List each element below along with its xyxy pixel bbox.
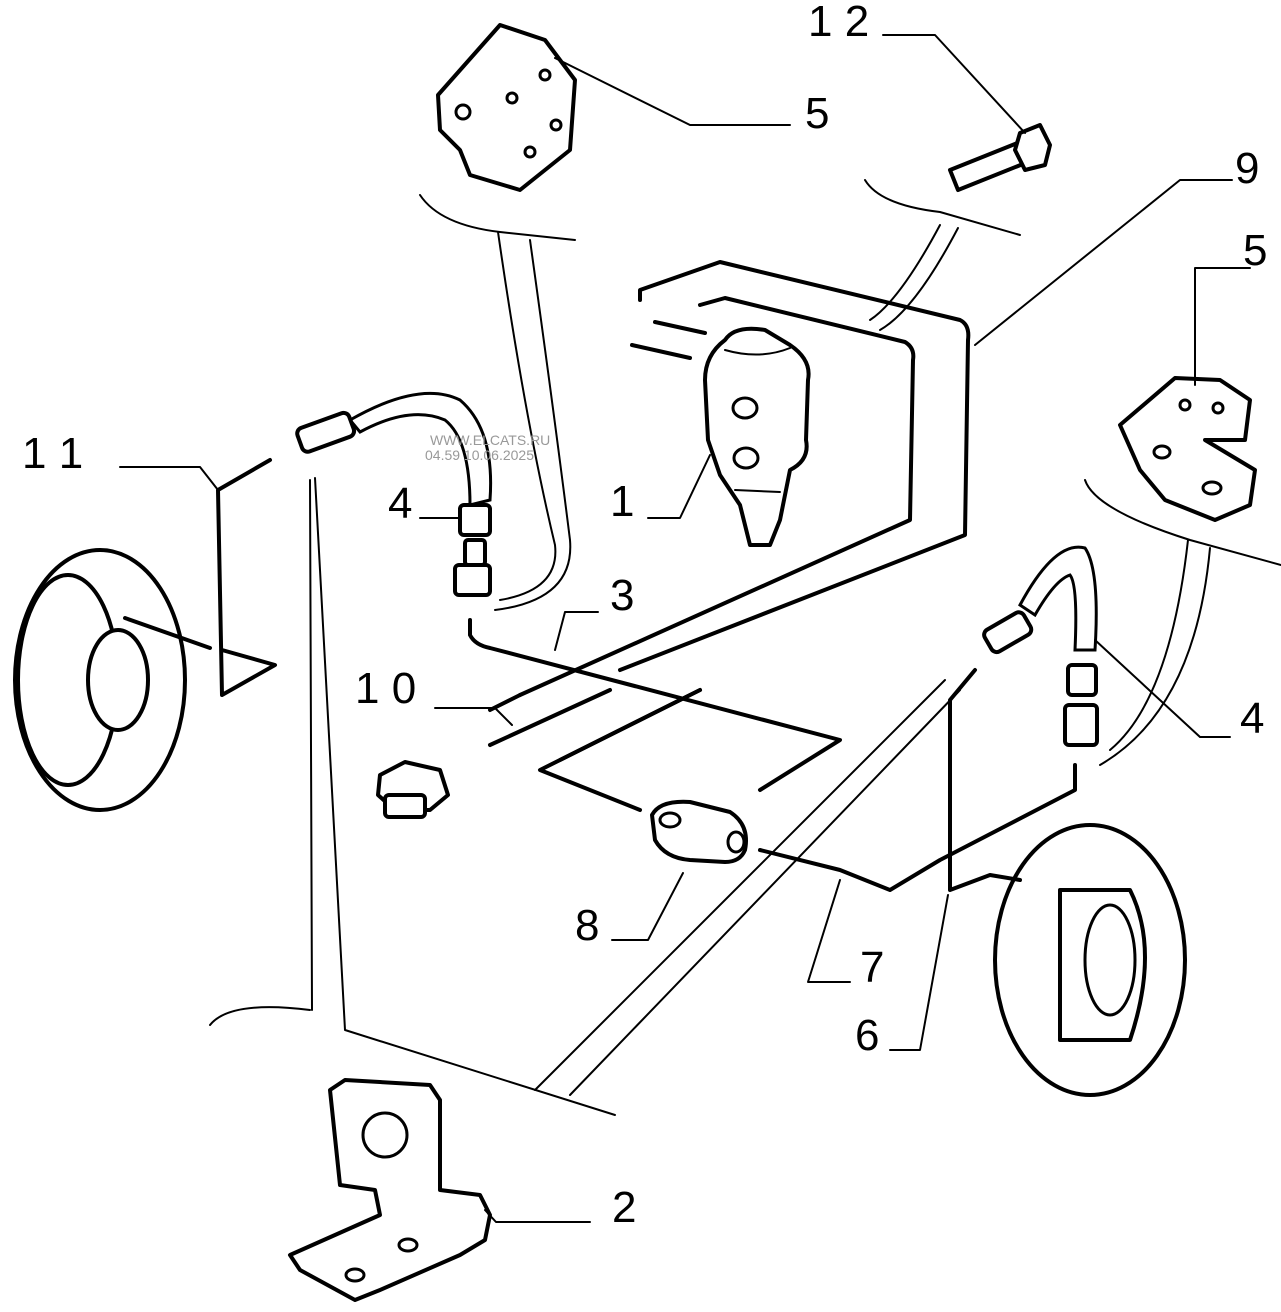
callout-6: 6	[855, 1011, 879, 1060]
watermark-line1: WWW.ELCATS.RU	[430, 432, 550, 448]
callout-3: 3	[610, 571, 634, 620]
bracket-right	[1118, 376, 1257, 522]
brake-pipes	[216, 260, 1077, 892]
callout-8: 8	[575, 901, 599, 950]
bracket-top	[436, 23, 577, 192]
callout-7: 7	[860, 943, 884, 992]
brake-disc-left	[13, 548, 212, 812]
pipe-union-connector	[650, 799, 748, 864]
bleeder-nut	[376, 760, 450, 819]
pipe-10	[488, 688, 702, 762]
callout-2: 2	[612, 1183, 636, 1232]
pressure-regulator-valve	[703, 326, 811, 547]
pipe-9-inner	[518, 296, 916, 697]
vehicle-body-outline	[209, 179, 1281, 1116]
callout-4-left: 4	[388, 479, 412, 528]
callout-1: 1	[610, 477, 634, 526]
pipe-9	[618, 260, 971, 672]
callout-4-right: 4	[1240, 694, 1264, 743]
callout-labels: 1 2 3 4 4 5 5 6 7 8 9 1 0 1 1 1 2	[22, 0, 1267, 1232]
callout-11: 1 1	[22, 429, 83, 478]
callout-9: 9	[1235, 144, 1259, 193]
brake-drum-right	[993, 823, 1187, 1097]
watermark: WWW.ELCATS.RU 04.59 10.06.2025	[425, 432, 550, 463]
pipe-7	[758, 763, 1077, 892]
pipe-11	[216, 458, 277, 697]
pipe-3	[468, 618, 842, 812]
brake-hose-left	[295, 391, 493, 597]
brake-hose-right	[982, 545, 1099, 747]
pipe-6	[948, 668, 1022, 892]
callout-5-right: 5	[1243, 226, 1267, 275]
watermark-line2: 04.59 10.06.2025	[425, 447, 534, 463]
mounting-bolt	[948, 123, 1052, 192]
callout-12: 1 2	[808, 0, 869, 46]
leader-lines	[119, 34, 1251, 1223]
bracket-bottom	[288, 1078, 492, 1302]
callout-5-top: 5	[805, 89, 829, 138]
callout-10: 1 0	[355, 664, 416, 713]
